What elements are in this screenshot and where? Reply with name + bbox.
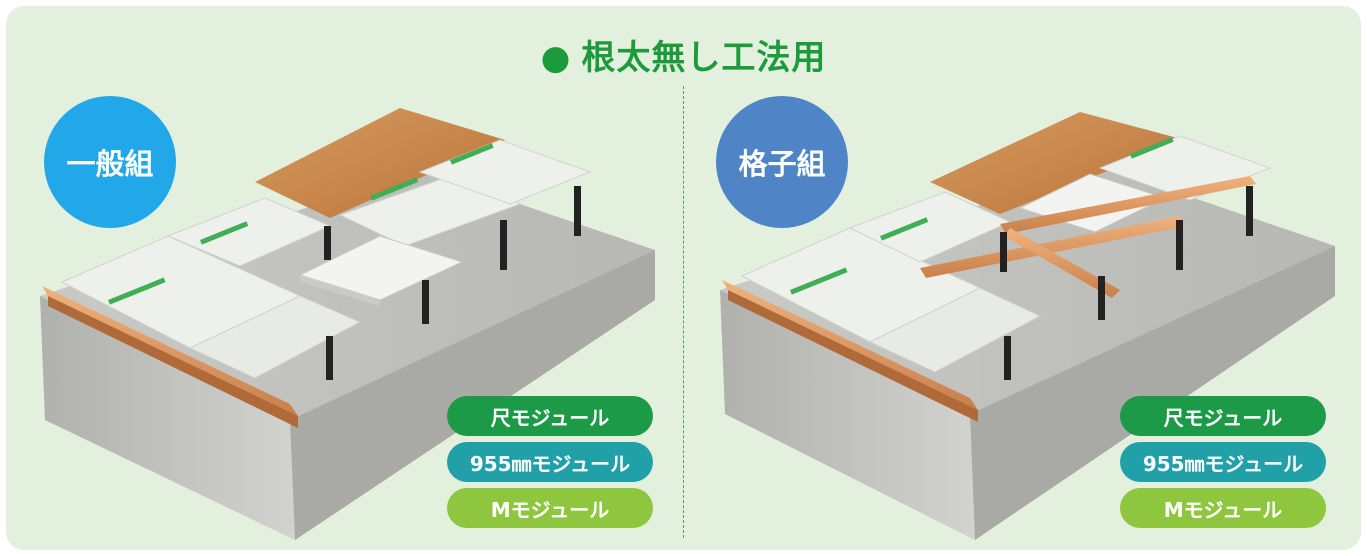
lattice-assembly-badge: 格子組 xyxy=(716,96,848,228)
module-955-badge-left: 955㎜モジュール xyxy=(447,442,653,482)
title-text: 根太無し工法用 xyxy=(581,38,827,78)
general-assembly-badge: 一般組 xyxy=(44,96,176,228)
general-assembly-label: 一般組 xyxy=(66,147,154,181)
module-955-badge-right: 955㎜モジュール xyxy=(1120,442,1326,482)
center-divider xyxy=(683,86,684,538)
lattice-assembly-label: 格子組 xyxy=(738,147,826,181)
general-floor-illustration xyxy=(40,108,655,540)
module-m-badge-left: Mモジュール xyxy=(447,488,653,528)
module-shaku-badge-right: 尺モジュール xyxy=(1120,396,1326,436)
title-bullet: ● xyxy=(540,38,572,78)
module-m-badge-right: Mモジュール xyxy=(1120,488,1326,528)
module-shaku-badge-left: 尺モジュール xyxy=(447,396,653,436)
lattice-floor-illustration xyxy=(720,112,1335,540)
page-title: ●根太無し工法用 xyxy=(0,30,1367,79)
